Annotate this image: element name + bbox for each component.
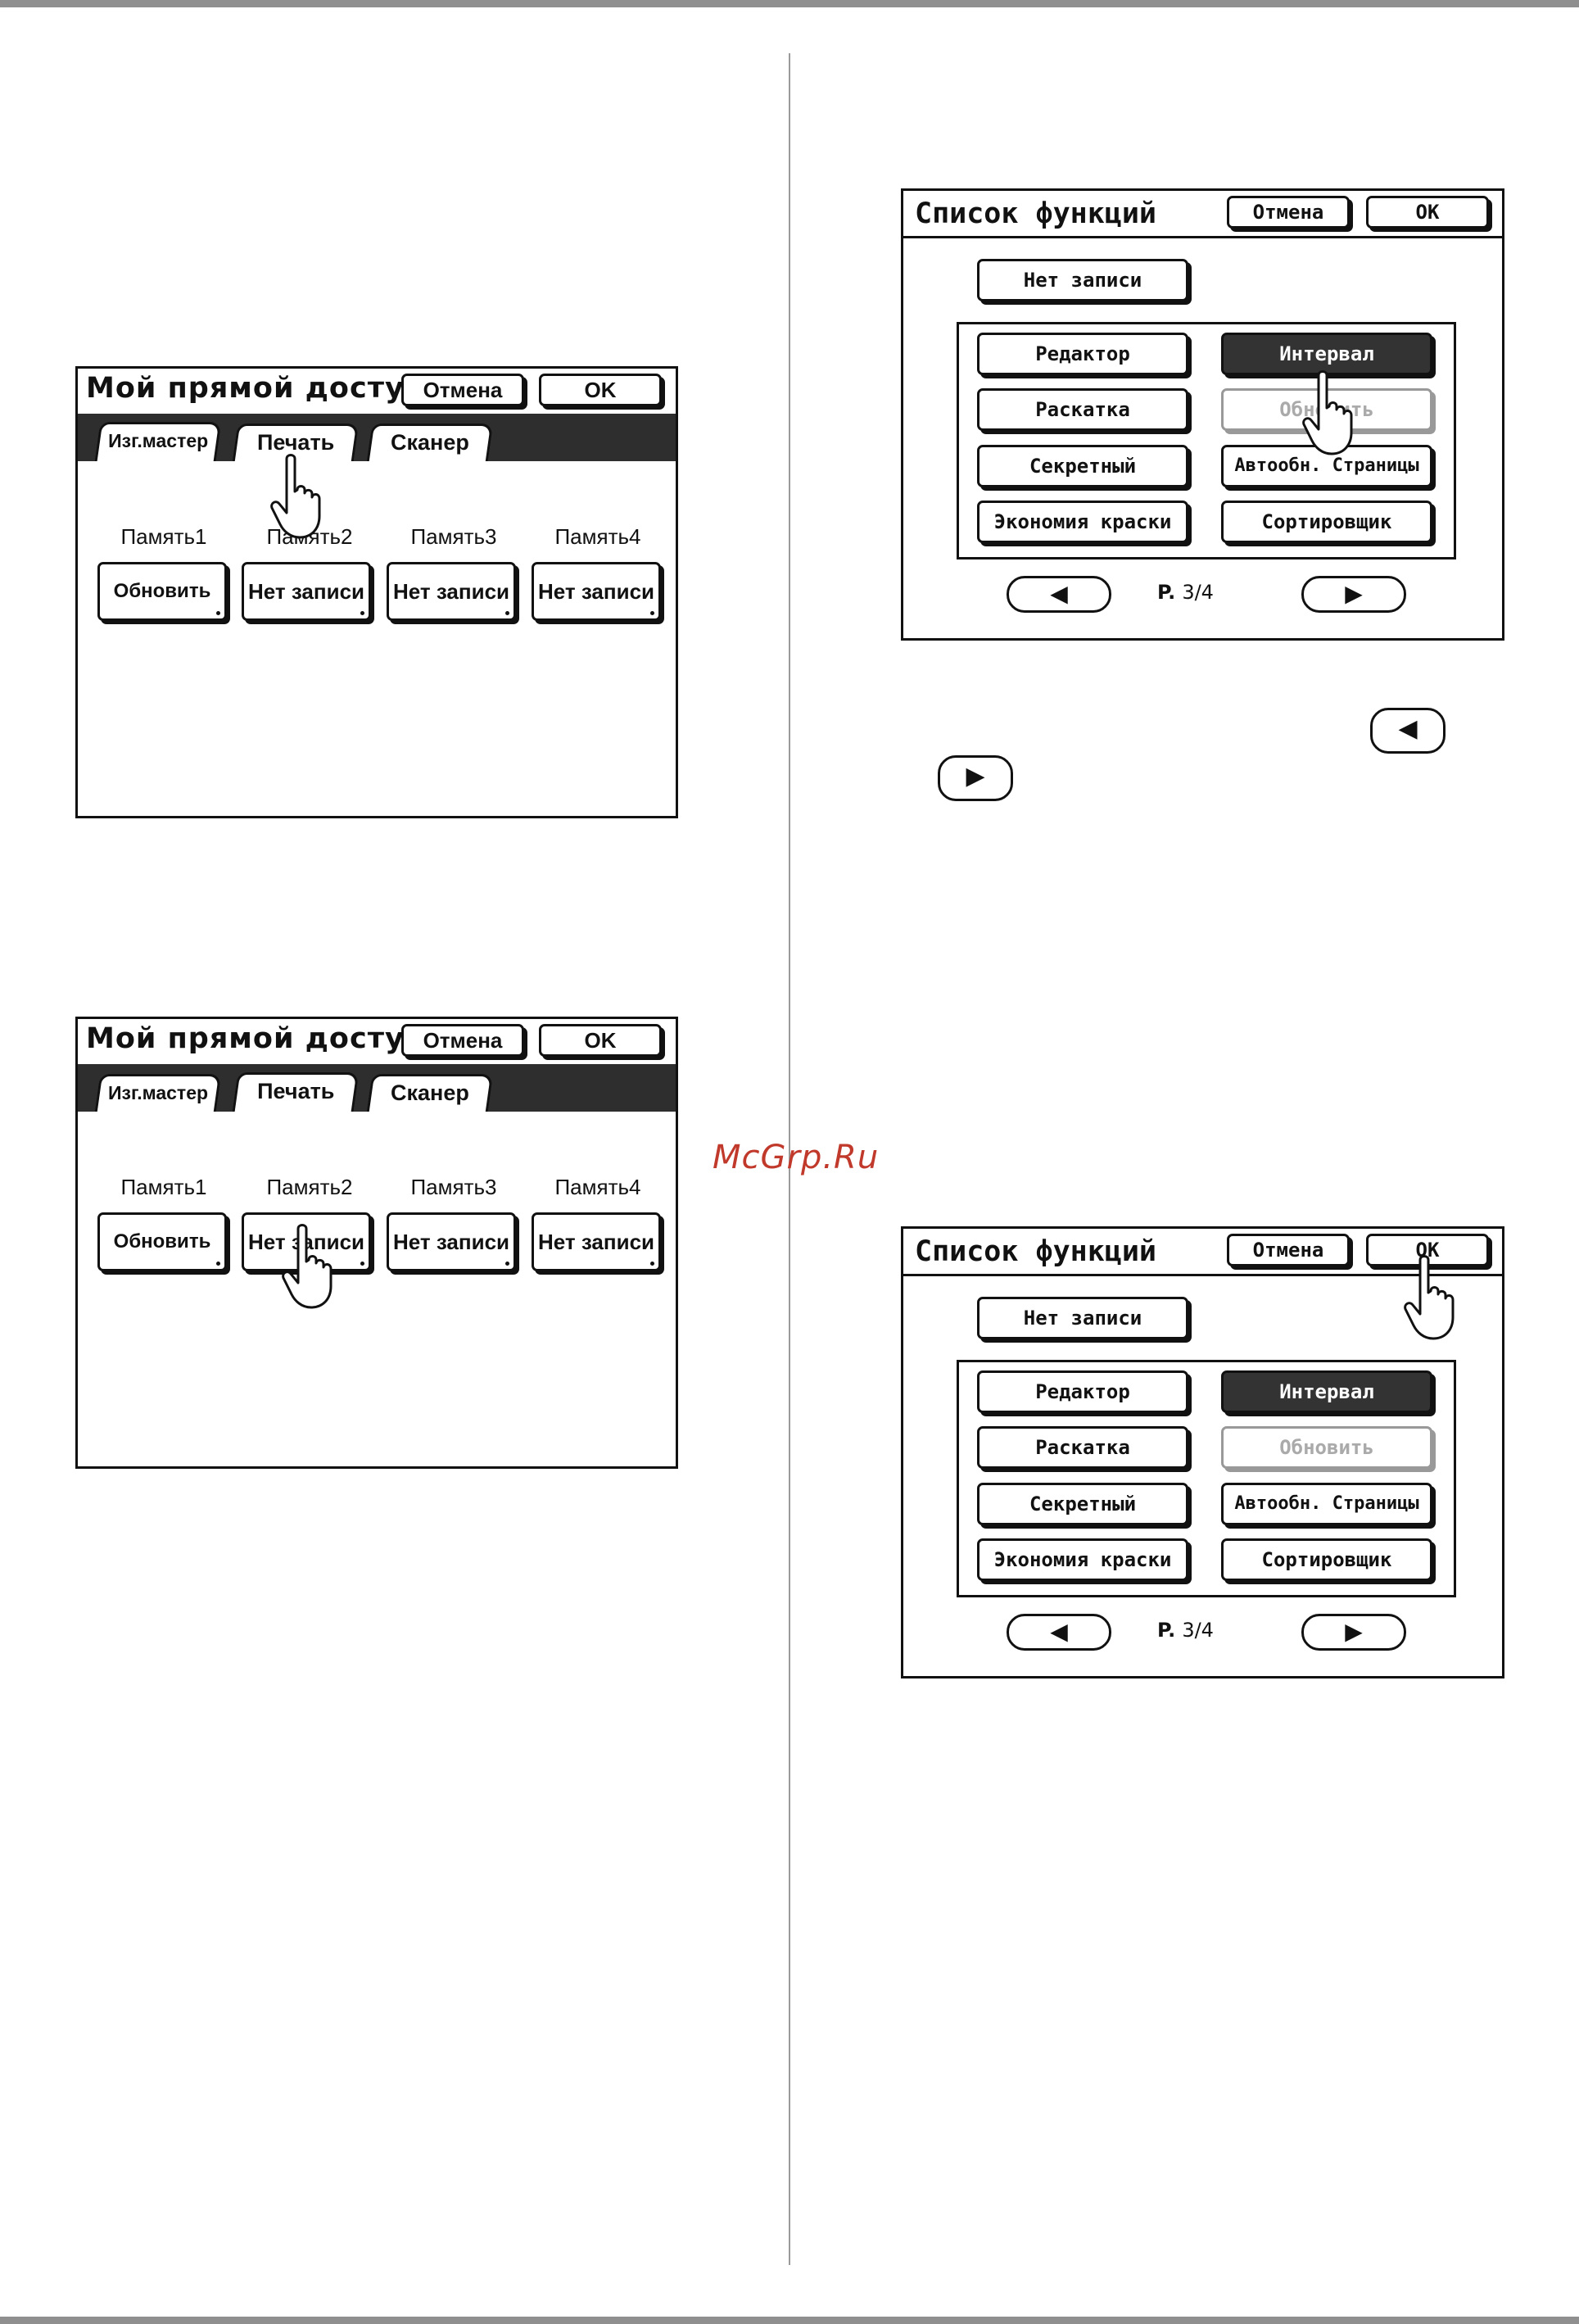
column-divider bbox=[789, 53, 790, 2265]
function-list-panel-2: Список функций Отмена OK Нет записи Реда… bbox=[901, 1226, 1504, 1678]
next-page-button[interactable]: ▶ bbox=[1301, 576, 1406, 613]
page-bottom-bar bbox=[0, 2317, 1579, 2324]
rolling-button[interactable]: Раскатка bbox=[977, 1426, 1188, 1469]
hand-pointer-icon bbox=[1302, 370, 1353, 455]
memory-3-button[interactable]: Нет записи bbox=[387, 562, 516, 621]
ok-button[interactable]: OK bbox=[1366, 196, 1489, 229]
interval-button[interactable]: Интервал bbox=[1221, 333, 1432, 375]
header-divider bbox=[903, 1274, 1502, 1276]
page-top-bar bbox=[0, 0, 1579, 7]
tab-master[interactable]: Изг.мастер bbox=[94, 1074, 222, 1112]
panel-header: Мой прямой доступ Отмена OK bbox=[78, 369, 676, 414]
memory-1-label: Память1 bbox=[120, 524, 207, 549]
ink-saving-button[interactable]: Экономия краски bbox=[977, 501, 1188, 543]
prev-page-button[interactable]: ◀ bbox=[1007, 1614, 1111, 1651]
memory-4-button[interactable]: Нет записи bbox=[532, 562, 661, 621]
hand-pointer-icon bbox=[1404, 1255, 1455, 1340]
secret-button[interactable]: Секретный bbox=[977, 445, 1188, 487]
page-indicator: P.3/4 bbox=[1157, 1619, 1214, 1642]
cancel-button[interactable]: Отмена bbox=[401, 1024, 524, 1057]
right-triangle-icon: ▶ bbox=[1345, 1618, 1363, 1645]
function-grid: Редактор Интервал Раскатка Обновить Секр… bbox=[957, 1360, 1456, 1597]
no-record-button[interactable]: Нет записи bbox=[977, 259, 1188, 301]
header-divider bbox=[903, 236, 1502, 238]
update-button[interactable]: Обновить bbox=[1221, 1426, 1432, 1469]
panel-title: Мой прямой доступ bbox=[86, 372, 425, 405]
direct-access-panel-1: Мой прямой доступ Отмена OK Изг.мастер П… bbox=[75, 366, 678, 818]
ok-button[interactable]: OK bbox=[539, 1024, 662, 1057]
memory-3-label: Память3 bbox=[410, 524, 497, 549]
memory-2-label: Память2 bbox=[266, 1175, 353, 1199]
interval-button[interactable]: Интервал bbox=[1221, 1370, 1432, 1413]
direct-access-panel-2: Мой прямой доступ Отмена OK Изг.мастер П… bbox=[75, 1017, 678, 1469]
memory-3-button[interactable]: Нет записи bbox=[387, 1212, 516, 1271]
memory-1-button[interactable]: Обновить bbox=[97, 1212, 227, 1271]
cancel-button[interactable]: Отмена bbox=[401, 374, 524, 406]
right-triangle-icon: ▶ bbox=[966, 762, 985, 791]
panel-title: Список функций bbox=[915, 1235, 1157, 1268]
next-page-button[interactable]: ▶ bbox=[1301, 1614, 1406, 1651]
memory-1-button[interactable]: Обновить bbox=[97, 562, 227, 621]
ok-button[interactable]: OK bbox=[539, 374, 662, 406]
memory-4-label: Память4 bbox=[554, 524, 641, 549]
memory-1-label: Память1 bbox=[120, 1175, 207, 1199]
sorter-button[interactable]: Сортировщик bbox=[1221, 501, 1432, 543]
panel-title: Список функций bbox=[915, 197, 1157, 230]
left-triangle-icon: ◀ bbox=[1050, 1618, 1068, 1645]
left-triangle-icon: ◀ bbox=[1398, 714, 1418, 743]
editor-button[interactable]: Редактор bbox=[977, 333, 1188, 375]
memory-4-button[interactable]: Нет записи bbox=[532, 1212, 661, 1271]
cancel-button[interactable]: Отмена bbox=[1227, 1234, 1350, 1266]
tab-bar: Изг.мастер Печать Сканер bbox=[78, 1064, 676, 1112]
auto-page-update-button[interactable]: Автообн. Страницы bbox=[1221, 1483, 1432, 1525]
memory-4-label: Память4 bbox=[554, 1175, 641, 1199]
panel-header: Мой прямой доступ Отмена OK bbox=[78, 1019, 676, 1064]
memory-3-label: Память3 bbox=[410, 1175, 497, 1199]
hand-pointer-icon bbox=[270, 454, 321, 539]
tab-bar: Изг.мастер Печать Сканер bbox=[78, 414, 676, 461]
tab-master[interactable]: Изг.мастер bbox=[94, 422, 222, 461]
hand-pointer-icon bbox=[282, 1224, 333, 1309]
function-list-panel-1: Список функций Отмена OK Нет записи Реда… bbox=[901, 188, 1504, 641]
no-record-button[interactable]: Нет записи bbox=[977, 1297, 1188, 1339]
function-grid: Редактор Интервал Раскатка Обновить Секр… bbox=[957, 322, 1456, 559]
left-triangle-icon: ◀ bbox=[1050, 580, 1068, 607]
prev-page-button-inline[interactable]: ◀ bbox=[1370, 708, 1446, 754]
right-triangle-icon: ▶ bbox=[1345, 580, 1363, 607]
next-page-button-inline[interactable]: ▶ bbox=[938, 755, 1013, 801]
tab-scanner[interactable]: Сканер bbox=[366, 1074, 494, 1112]
ink-saving-button[interactable]: Экономия краски bbox=[977, 1538, 1188, 1581]
panel-title: Мой прямой доступ bbox=[86, 1022, 425, 1055]
prev-page-button[interactable]: ◀ bbox=[1007, 576, 1111, 613]
tab-print[interactable]: Печать bbox=[232, 1072, 360, 1112]
cancel-button[interactable]: Отмена bbox=[1227, 196, 1350, 229]
page-indicator: P.3/4 bbox=[1157, 581, 1214, 604]
rolling-button[interactable]: Раскатка bbox=[977, 388, 1188, 431]
sorter-button[interactable]: Сортировщик bbox=[1221, 1538, 1432, 1581]
secret-button[interactable]: Секретный bbox=[977, 1483, 1188, 1525]
editor-button[interactable]: Редактор bbox=[977, 1370, 1188, 1413]
watermark: McGrp.Ru bbox=[713, 1139, 880, 1176]
memory-2-button[interactable]: Нет записи bbox=[242, 562, 371, 621]
tab-scanner[interactable]: Сканер bbox=[366, 424, 494, 461]
